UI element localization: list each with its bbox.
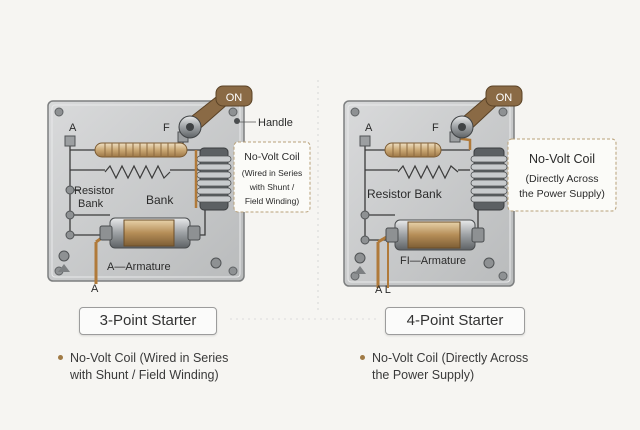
caption-3-point-starter: 3-Point Starter	[79, 307, 217, 335]
resistor-bank-4	[384, 142, 442, 158]
screw-icon	[350, 107, 360, 117]
note-3-point: No-Volt Coil (Wired in Series with Shunt…	[58, 350, 270, 384]
no-volt-coil-4	[470, 147, 508, 211]
coil-callout-line3-4: the Power Supply)	[519, 188, 605, 200]
note-3-line2: with Shunt / Field Winding)	[70, 368, 219, 382]
coil-callout-line1-4: No-Volt Coil	[529, 152, 595, 166]
starter-3-point: ON No-Volt Coil (Wired in Series with Sh…	[47, 85, 311, 295]
screw-icon	[498, 271, 508, 281]
screw-icon	[228, 266, 238, 276]
terminal-f-3: F	[163, 122, 170, 134]
bullet-icon	[58, 355, 63, 360]
caption-4-point-starter: 4-Point Starter	[385, 307, 525, 335]
resistor-bank-3	[94, 142, 188, 158]
on-label-4: ON	[496, 92, 513, 104]
note-4-line1: No-Volt Coil (Directly Across	[372, 351, 529, 365]
note-3-line1: No-Volt Coil (Wired in Series	[70, 351, 229, 365]
armature-4	[385, 219, 485, 251]
terminal-a-bottom-3: A	[91, 283, 99, 295]
starter-4-point: ON No-Volt Coil (Directly Across the Pow…	[343, 85, 617, 296]
terminal-f-4: F	[432, 122, 439, 134]
on-badge-3	[215, 85, 253, 107]
zigzag-resistor-3	[104, 164, 171, 180]
armature-3	[99, 217, 201, 249]
coil-callout-line2-3: (Wired in Series	[242, 168, 302, 178]
coil-callout-box-4	[507, 138, 617, 212]
screw-icon	[54, 107, 64, 117]
coil-callout-line2-4: (Directly Across	[526, 173, 599, 185]
terminal-a-top-3: A	[69, 122, 77, 134]
handle-label-3: Handle	[258, 117, 293, 129]
resistor-bank-label-3: Bank	[78, 198, 104, 210]
terminal-post	[359, 135, 371, 147]
coil-callout-box-3	[233, 141, 311, 213]
screw-icon	[228, 107, 238, 117]
bullet-icon	[360, 355, 365, 360]
bank-label-3: Bank	[146, 193, 174, 207]
zigzag-resistor-4	[397, 164, 459, 180]
terminal-post	[64, 135, 76, 147]
armature-label-3: A—Armature	[107, 261, 171, 273]
armature-label-4: FI—Armature	[400, 255, 466, 267]
note-4-point: No-Volt Coil (Directly Across the Power …	[360, 350, 572, 384]
resistor-label-4: Resistor Bank	[367, 187, 443, 201]
no-volt-coil-3	[194, 147, 232, 211]
coil-callout-line1-3: No-Volt Coil	[244, 151, 299, 163]
coil-callout-line4-3: Field Winding)	[245, 196, 299, 206]
terminal-a-top-4: A	[365, 122, 373, 134]
resistor-label-3: Resistor	[74, 185, 115, 197]
coil-callout-line3-3: with Shunt /	[249, 182, 295, 192]
note-4-line2: the Power Supply)	[372, 368, 475, 382]
on-badge-4	[485, 85, 523, 107]
screw-icon	[498, 107, 508, 117]
terminal-al-bottom-4: A L	[375, 284, 391, 296]
on-label-3: ON	[226, 92, 243, 104]
